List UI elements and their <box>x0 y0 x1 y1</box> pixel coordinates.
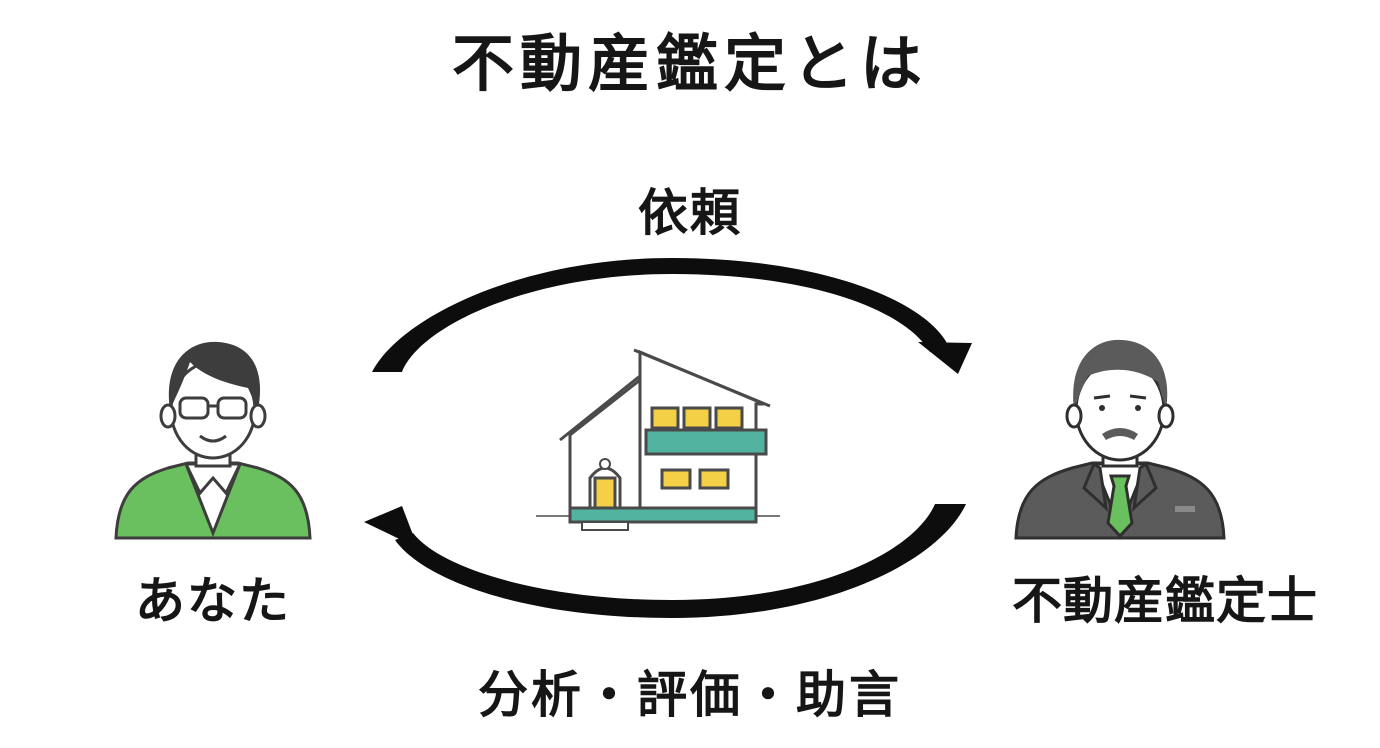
diagram-title: 不動産鑑定とは <box>451 27 928 100</box>
appraiser-person-icon <box>1014 339 1226 540</box>
house-icon <box>536 348 780 531</box>
advice-arrow <box>364 504 966 618</box>
you-label: あなた <box>135 572 291 630</box>
you-person-icon <box>114 341 312 540</box>
appraiser-label: 不動産鑑定士 <box>1012 572 1318 630</box>
analysis-appraisal-advice-label: 分析・評価・助言 <box>478 666 902 724</box>
request-label: 依頼 <box>638 184 742 242</box>
request-arrow <box>372 258 972 374</box>
